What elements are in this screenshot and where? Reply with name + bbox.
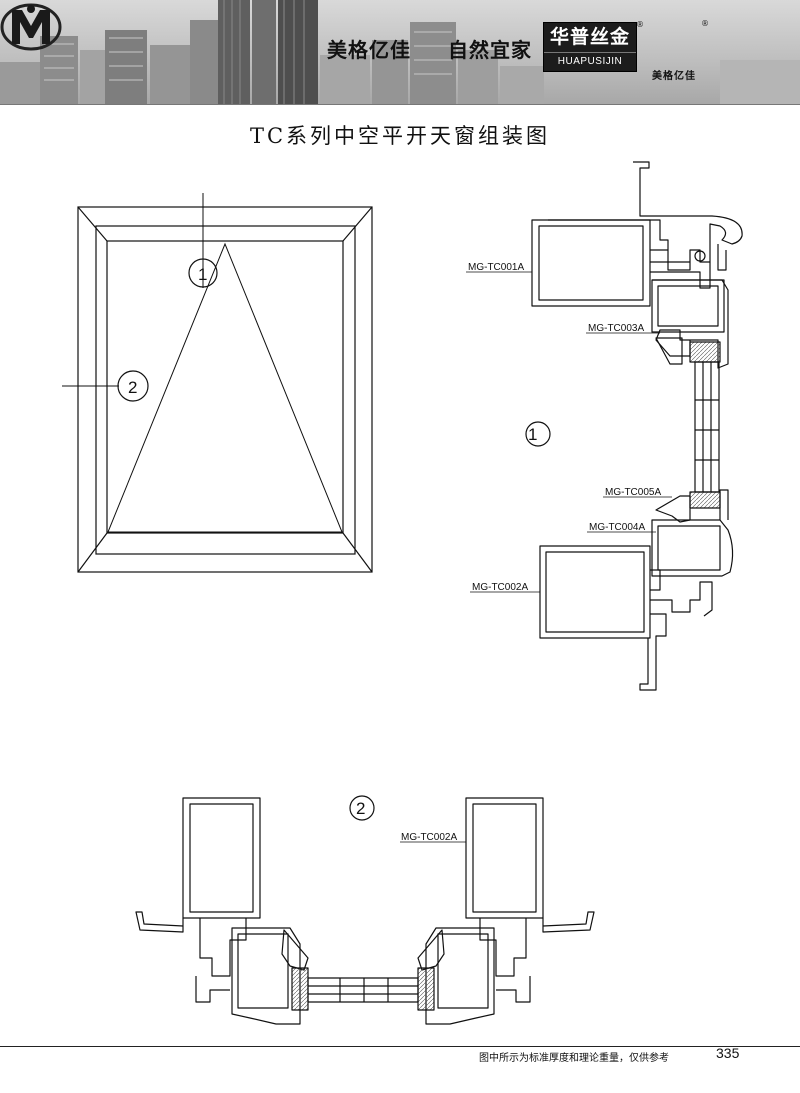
footer-note: 图中所示为标准厚度和理论重量，仅供参考 (479, 1053, 669, 1064)
brand-box: 华普丝金 HUAPUSIJIN (543, 22, 637, 72)
brand-name-cn: 华普丝金 (549, 26, 630, 48)
section-2-marker: 2 (356, 799, 365, 818)
section-1-label-1: MG-TC003A (588, 323, 644, 334)
section-1-marker: 1 (528, 425, 537, 444)
city-skyline-image (0, 0, 800, 105)
page-number: 335 (716, 1045, 740, 1061)
footer-divider (0, 1046, 800, 1047)
opening-direction-triangle (107, 242, 343, 533)
section-1-label-2: MG-TC005A (605, 487, 661, 498)
sash-frame (95, 225, 356, 555)
window-elevation (62, 193, 373, 573)
outer-frame (77, 206, 373, 573)
section-1-label-3: MG-TC004A (589, 522, 645, 533)
elevation-marker-1-label: 1 (198, 265, 207, 284)
banner-divider (0, 104, 800, 105)
glass-area (106, 240, 344, 534)
section-1-label-0: MG-TC001A (468, 262, 524, 273)
section-2-profile (135, 797, 595, 1025)
section-1-label-4: MG-TC002A (472, 582, 528, 593)
elevation-marker-2 (117, 370, 149, 402)
slogan-2: 自然宜家 (448, 38, 532, 62)
registered-mark: ® (636, 20, 644, 29)
page-title: TC系列中空平开天窗组装图 (249, 124, 551, 148)
slogan-1: 美格亿佳 (327, 38, 411, 62)
frame-bottom-chamber (539, 545, 651, 639)
frame-top-chamber (531, 219, 651, 307)
brand-name-en: HUAPUSIJIN (544, 52, 636, 69)
logo-subtitle: 美格亿佳 (652, 71, 696, 82)
section-2-label-0: MG-TC002A (401, 832, 457, 843)
header-banner: 美格亿佳 自然宜家 华普丝金 HUAPUSIJIN ® ® 美格亿佳 (0, 0, 800, 105)
registered-mark-logo: ® (701, 19, 709, 28)
elevation-marker-2-label: 2 (128, 378, 137, 397)
company-logo-icon (0, 3, 62, 51)
section-1-profile (531, 161, 743, 691)
elevation-marker-1 (188, 258, 218, 288)
